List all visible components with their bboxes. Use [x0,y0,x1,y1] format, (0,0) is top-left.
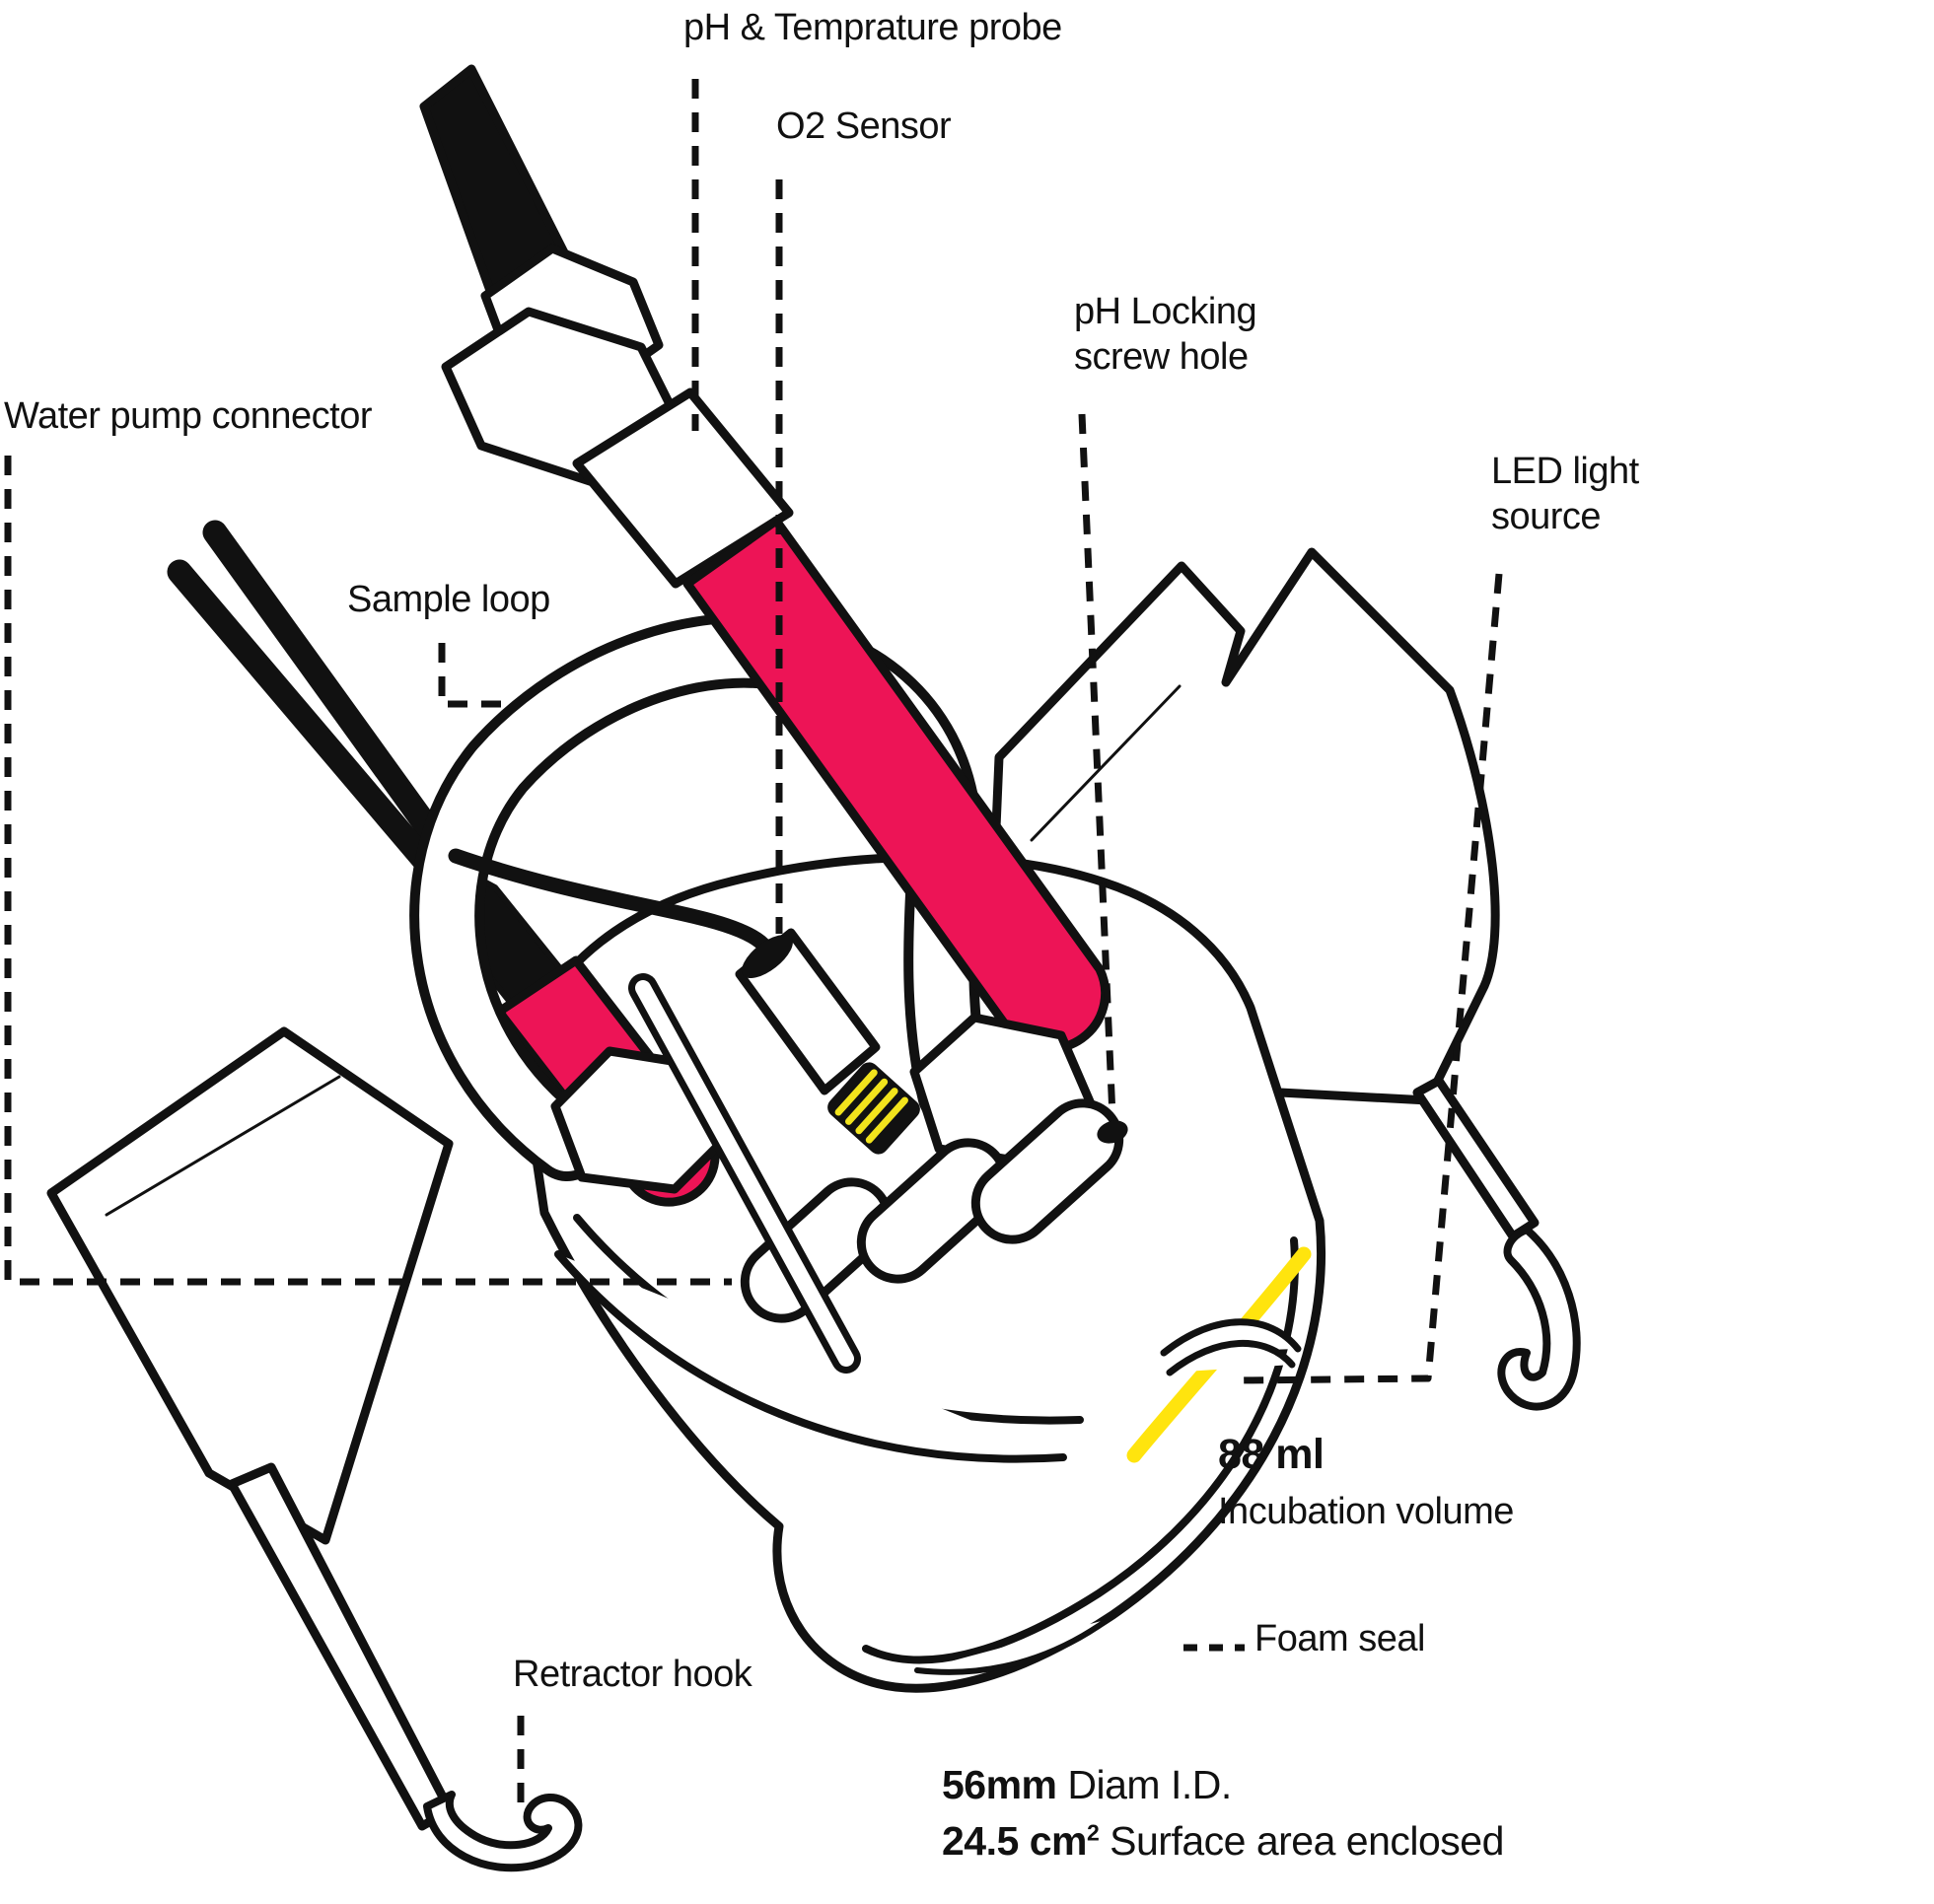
leader-water-pump [4,456,732,1286]
leader-ph-locking [1078,413,1116,1117]
label-incubation-volume: Incubation volume [1218,1491,1514,1532]
surface-value: 24.5 cm [942,1818,1087,1864]
label-ph-locking-screw-hole: pH Locking screw hole [1074,290,1257,380]
ph-temp-probe [419,64,1110,1053]
chamber-ports [550,973,1124,1374]
surface-superscript: 2 [1086,1819,1100,1846]
o2-sensor-optical-window [827,1062,920,1155]
left-arm [227,1462,455,1831]
port-cylinder-3 [970,1098,1124,1244]
pump-cable-2 [167,559,459,898]
water-pump-box [46,1026,454,1545]
led-housing-crease [1030,684,1182,842]
label-led-light-source: LED light source [1491,450,1639,539]
locking-screw-rod-fill [635,980,854,1367]
left-retractor-hook [423,1791,583,1872]
o2-sensor-tip [742,934,793,979]
lid-under-ring-2 [554,1250,1067,1463]
diameter-text: Diam I.D. [1056,1762,1232,1807]
water-pump-box-crease [105,1075,341,1217]
surface-text: Surface area enclosed [1099,1818,1504,1864]
label-retractor-hook: Retractor hook [513,1654,752,1695]
o2-sensor-assembly [448,848,920,1155]
label-incubation-volume-value: 88 ml [1218,1431,1325,1478]
label-ph-locking-line2: screw hole [1074,335,1249,378]
label-led-line1: LED light [1491,451,1639,492]
label-foam-seal: Foam seal [1254,1618,1425,1659]
ph-locking-screw-hole-dot [1097,1120,1128,1144]
port-cylinder-1 [740,1177,894,1323]
label-led-line2: source [1491,495,1602,537]
label-surface-area: 24.5 cm2 Surface area enclosed [942,1817,1504,1866]
o2-sensor-cable [448,848,771,952]
foam-seal-bottom-line [914,1616,1111,1675]
leader-sample-loop [438,643,513,708]
label-diameter: 56mm Diam I.D. [942,1761,1232,1809]
leader-lines [4,79,1503,1808]
water-pump-assembly [46,1026,583,1872]
right-retractor-hook [1497,1226,1581,1411]
label-o2-sensor: O2 Sensor [776,106,952,147]
label-ph-temp-probe: pH & Temprature probe [683,7,1062,48]
label-sample-loop: Sample loop [347,579,550,620]
label-ph-locking-line1: pH Locking [1074,291,1257,332]
right-arm [1412,1076,1540,1241]
port-cylinder-2 [856,1138,1010,1284]
label-water-pump-connector: Water pump connector [4,395,373,437]
leader-led-light [1235,573,1503,1384]
diameter-value: 56mm [942,1762,1057,1807]
ph-probe-upper-cylinder [572,388,794,589]
mouth-lip-arc-2 [1166,1339,1296,1376]
